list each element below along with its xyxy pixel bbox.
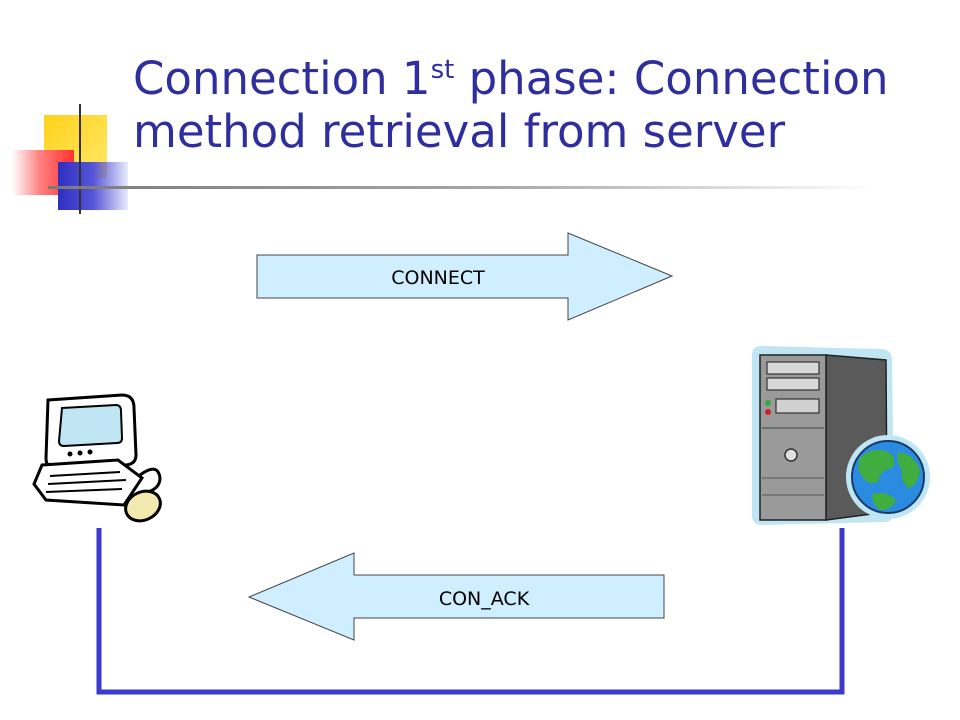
connector-line bbox=[96, 528, 845, 695]
connect-arrow-label: CONNECT bbox=[391, 267, 485, 289]
decor-vertical-line bbox=[79, 104, 81, 214]
server-tower-globe-icon bbox=[752, 346, 930, 525]
title-suffix: phase: Connection method retrieval from … bbox=[133, 52, 889, 158]
title-divider bbox=[48, 186, 878, 189]
slide-title: Connection 1st phase: Connection method … bbox=[133, 52, 943, 158]
title-prefix: Connection 1 bbox=[133, 52, 431, 105]
desktop-computer-icon bbox=[32, 393, 162, 523]
connect-arrow bbox=[256, 232, 674, 321]
con-ack-arrow-label: CON_ACK bbox=[439, 588, 530, 610]
con-ack-arrow bbox=[247, 552, 665, 641]
title-superscript: st bbox=[430, 55, 455, 85]
